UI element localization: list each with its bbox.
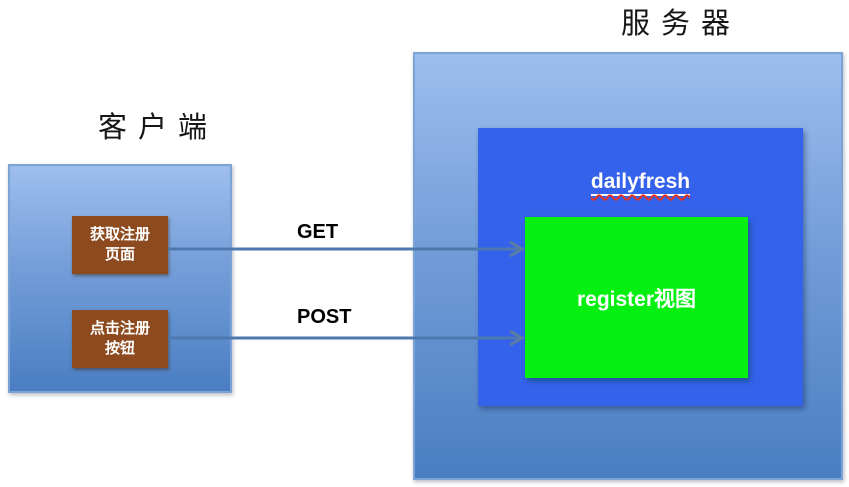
client-title: 客户端 [97, 112, 218, 144]
spellcheck-wavy-underline: dailyfresh [590, 170, 691, 196]
post-request-label: POST [297, 306, 352, 328]
app-name-label: dailyfresh [478, 170, 803, 196]
step-get-register-page-box: 获取注册 页面 [72, 216, 168, 274]
register-view-box: register视图 [525, 217, 748, 378]
server-title: 服务器 [620, 8, 741, 40]
get-request-label: GET [297, 221, 339, 243]
step-click-register-button-box: 点击注册 按钮 [72, 310, 168, 368]
register-view-label: register视图 [576, 287, 697, 311]
